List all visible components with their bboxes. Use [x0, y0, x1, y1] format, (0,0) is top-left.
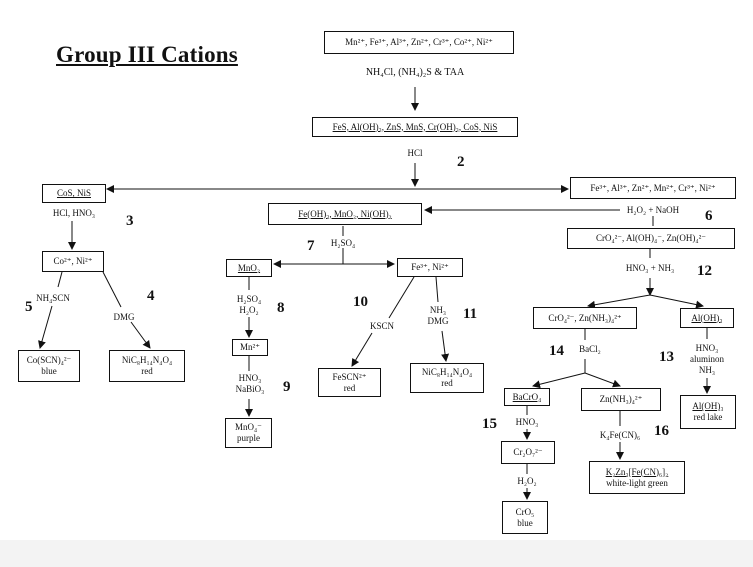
- line-fe-ni-left: [388, 276, 415, 319]
- step-number-7: 7: [307, 238, 315, 254]
- box-cro4-zn-ammine: CrO₄²⁻, Zn(NH₃)₄²⁺: [533, 307, 637, 329]
- step-number-4: 4: [147, 288, 155, 304]
- step-number-3: 3: [126, 213, 134, 229]
- label-kscn: KSCN: [369, 321, 394, 331]
- page-title: Group III Cations: [56, 42, 238, 67]
- box-fe-mn-ni-hydroxides: Fe(OH)₃, MnO₂, Ni(OH)₂: [268, 203, 422, 225]
- label-h2o2: H₂O₂: [517, 476, 537, 486]
- box-mn2: Mn²⁺: [232, 339, 268, 356]
- label-k4fecn6: K₄Fe(CN)₆: [599, 430, 641, 440]
- step-number-9: 9: [283, 379, 291, 395]
- label-nh4scn: NH₄SCN: [36, 293, 70, 303]
- box-zn-ammine: Zn(NH₃)₄²⁺: [581, 388, 661, 411]
- line-fe-ni-right: [435, 276, 439, 303]
- line-co-ni-right: [102, 271, 122, 308]
- box-start-cations: Mn²⁺, Fe³⁺, Al³⁺, Zn²⁺, Cr³⁺, Co²⁺, Ni²⁺: [324, 31, 514, 54]
- box-mno2: MnO₂: [226, 259, 272, 277]
- label-bacl2: BaCl₂: [579, 344, 601, 354]
- label-h2so4: H₂SO₄: [330, 238, 356, 248]
- box-fescn-red: FeSCN²⁺red: [318, 368, 381, 397]
- arrow-to-cro4-zn: [587, 294, 651, 309]
- box-co-scn-blue: Co(SCN)₄²⁻blue: [18, 350, 80, 382]
- step-number-6: 6: [705, 208, 713, 224]
- box-right-ions: Fe³⁺, Al³⁺, Zn²⁺, Mn²⁺, Cr³⁺, Ni²⁺: [570, 177, 736, 199]
- label-hno3: HNO₃: [515, 417, 539, 427]
- label-h2o2-naoh: H₂O₂ + NaOH: [626, 205, 680, 215]
- label-nh4cl-taa: NH₄Cl, (NH₄)₂S & TAA: [365, 67, 465, 78]
- footer-band: [0, 540, 753, 567]
- arrow-to-ni-dmg-mid: [441, 330, 450, 362]
- box-mno4-purple: MnO₄⁻purple: [225, 418, 272, 448]
- arrow-to-aloh3: [649, 294, 704, 309]
- arrow-to-fescn: [351, 332, 373, 367]
- label-dmg: DMG: [113, 312, 135, 322]
- step-number-12: 12: [697, 263, 712, 279]
- box-cos-nis: CoS, NiS: [42, 184, 106, 203]
- step-number-11: 11: [463, 306, 478, 322]
- step-number-15: 15: [482, 416, 497, 432]
- box-fe-ni-ions: Fe³⁺, Ni²⁺: [397, 258, 463, 277]
- step-number-13: 13: [659, 349, 674, 365]
- step-number-10: 10: [353, 294, 368, 310]
- arrow-to-bacro4: [532, 372, 586, 389]
- step-number-14: 14: [549, 343, 564, 359]
- step-number-16: 16: [654, 423, 669, 439]
- label-hno3-nh3: HNO₃ + NH₃: [625, 263, 675, 273]
- arrow-to-co-scn: [38, 305, 53, 349]
- box-group-precipitate: FeS, Al(OH)₃, ZnS, MnS, Cr(OH)₃, CoS, Ni…: [312, 117, 518, 137]
- box-cr2o7: Cr₂O₇²⁻: [501, 441, 555, 464]
- line-co-ni-left: [57, 271, 63, 288]
- arrow-to-ni-dmg-left: [130, 321, 151, 349]
- box-co-ni-ions: Co²⁺, Ni²⁺: [42, 251, 104, 272]
- label-hcl: HCl: [407, 148, 423, 158]
- box-cro4-al-zn: CrO₄²⁻, Al(OH)₄⁻, Zn(OH)₄²⁻: [567, 228, 735, 249]
- box-bacro4: BaCrO₄: [504, 388, 550, 406]
- step-number-8: 8: [277, 300, 285, 316]
- arrow-to-zn-nh3: [584, 372, 621, 388]
- step-number-5: 5: [25, 299, 33, 315]
- box-aloh3: Al(OH)₃: [680, 308, 734, 328]
- step-number-2: 2: [457, 154, 465, 170]
- label-hcl-hno3: HCl, HNO₃: [52, 208, 96, 218]
